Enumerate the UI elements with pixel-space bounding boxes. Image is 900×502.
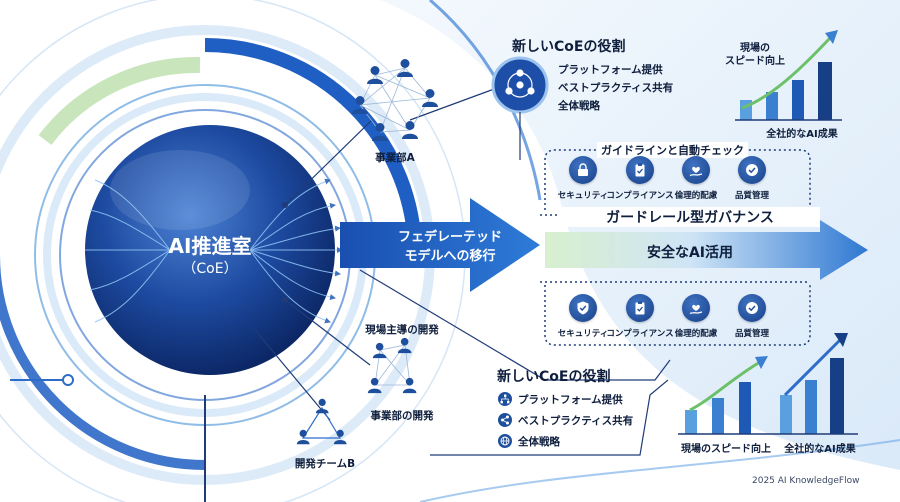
guardrail-top-label: コンプライアンス xyxy=(606,191,674,201)
guardrail-top-label: 品質管理 xyxy=(734,191,769,201)
person-icon xyxy=(315,398,329,418)
hand-heart-icon xyxy=(682,156,710,184)
guardrail-top-label: 倫理的配慮 xyxy=(674,191,718,201)
safe-ai-use-label: 安全なAI活用 xyxy=(646,245,734,261)
guardrail-bottom-item-1: セキュリティ xyxy=(548,294,618,339)
role-bottom-title: 新しいCoEの役割 xyxy=(497,369,611,385)
person-icon xyxy=(397,337,412,358)
hub-sphere xyxy=(85,125,335,375)
person-icon xyxy=(402,377,417,398)
hub-subtitle: （CoE） xyxy=(182,261,238,277)
person-icon xyxy=(371,122,389,146)
chart-bottom-speed-label: 現場のスピード向上 xyxy=(681,444,771,455)
guardrail-bottom-label: セキュリティ xyxy=(557,329,609,339)
bottom-growth-chart xyxy=(678,333,858,435)
chart-top-speed-label: 現場の スピード向上 xyxy=(725,43,785,67)
footer-credit: 2025 AI KnowledgeFlow xyxy=(752,476,860,486)
top-growth-chart xyxy=(735,30,842,121)
role-top-item-strategy: 全体戦略 xyxy=(558,100,600,112)
person-icon xyxy=(396,58,414,82)
check-badge-icon xyxy=(738,156,766,184)
node-label-division-a: 事業部A xyxy=(375,152,415,164)
chart-top-result-label: 全社的なAI成果 xyxy=(766,129,838,140)
transition-label-line1: フェデレーテッド xyxy=(397,230,502,245)
clipboard-check-icon xyxy=(626,156,654,184)
share-icon xyxy=(498,413,512,427)
person-icon xyxy=(372,342,387,363)
transition-label-line2: モデルへの移行 xyxy=(404,249,496,264)
outer-ring-arc xyxy=(204,38,422,256)
guardrail-top-item-4: 品質管理 xyxy=(717,156,787,201)
transition-arrow-shape xyxy=(340,198,540,292)
guardrail-bottom-item-3: 倫理的配慮 xyxy=(661,294,731,339)
shield-check-icon xyxy=(569,294,597,322)
node-label-field-led: 現場主導の開発 xyxy=(365,324,439,336)
guideline-check-title: ガイドラインと自動チェック xyxy=(597,142,748,158)
role-top-item-platform: プラットフォーム提供 xyxy=(558,64,663,76)
lock-icon xyxy=(569,156,597,184)
guardrail-bottom-label: コンプライアンス xyxy=(606,329,674,339)
hub-title: AI推進室 xyxy=(168,234,252,258)
guardrail-top-label: セキュリティ xyxy=(557,191,609,201)
role-bottom-item-strategy: 全体戦略 xyxy=(518,436,560,448)
hand-heart-icon xyxy=(682,294,710,322)
person-icon xyxy=(296,429,310,449)
person-icon xyxy=(367,377,382,398)
guardrail-top-item-1: セキュリティ xyxy=(548,156,618,201)
node-label-division-dev: 事業部の開発 xyxy=(370,410,434,422)
role-bottom-item-best-practice: ベストプラクティス共有 xyxy=(518,415,634,427)
radiating-lines xyxy=(85,178,343,324)
guardrail-top-item-2: コンプライアンス xyxy=(605,156,675,201)
role-top-item-best-practice: ベストプラクティス共有 xyxy=(558,82,674,94)
guardrail-bottom-item-4: 品質管理 xyxy=(717,294,787,339)
person-icon xyxy=(351,95,369,119)
guardrail-bottom-label: 品質管理 xyxy=(734,329,769,339)
check-badge-icon xyxy=(738,294,766,322)
clipboard-check-icon xyxy=(626,294,654,322)
guardrail-bottom-label: 倫理的配慮 xyxy=(674,329,718,339)
person-icon xyxy=(333,429,347,449)
node-label-dev-team-b: 開発チームB xyxy=(294,458,356,470)
guardrail-top-item-3: 倫理的配慮 xyxy=(661,156,731,201)
globe-icon xyxy=(498,434,512,448)
role-bottom-item-platform: プラットフォーム提供 xyxy=(518,394,623,406)
guardrail-governance-label: ガードレール型ガバナンス xyxy=(560,207,820,227)
safe-use-arrow-shape xyxy=(545,220,868,280)
guardrail-bottom-item-2: コンプライアンス xyxy=(605,294,675,339)
role-top-title: 新しいCoEの役割 xyxy=(512,39,626,55)
chart-bottom-result-label: 全社的なAI成果 xyxy=(784,444,856,455)
connector-lines xyxy=(254,84,671,456)
person-icon xyxy=(366,65,384,89)
person-icon xyxy=(401,120,419,144)
hierarchy-icon xyxy=(498,392,512,406)
person-icon xyxy=(421,88,439,112)
